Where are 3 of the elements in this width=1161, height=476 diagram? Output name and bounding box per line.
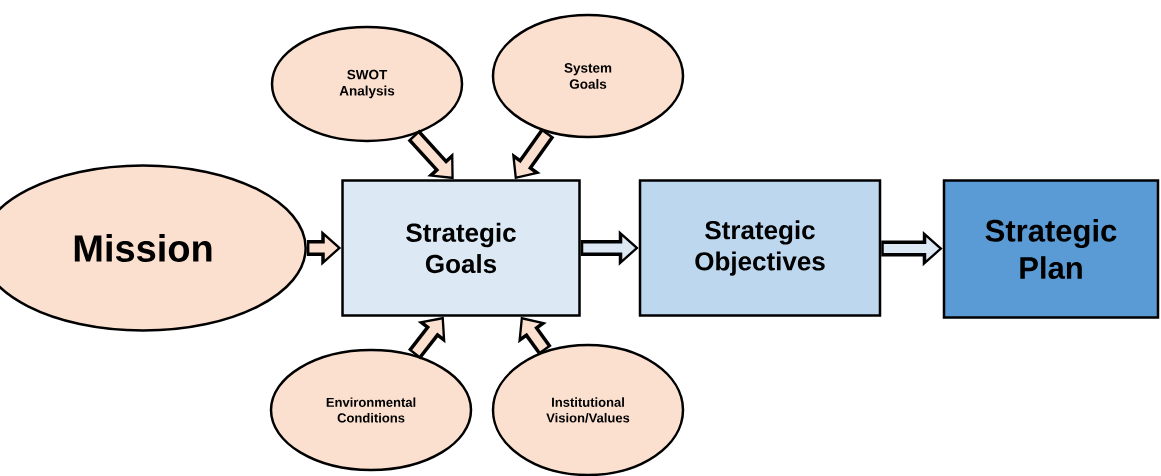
process-box: Strategic Plan [942,179,1160,319]
process-box: Strategic Objectives [638,179,882,317]
process-box: Strategic Goals [341,179,581,317]
